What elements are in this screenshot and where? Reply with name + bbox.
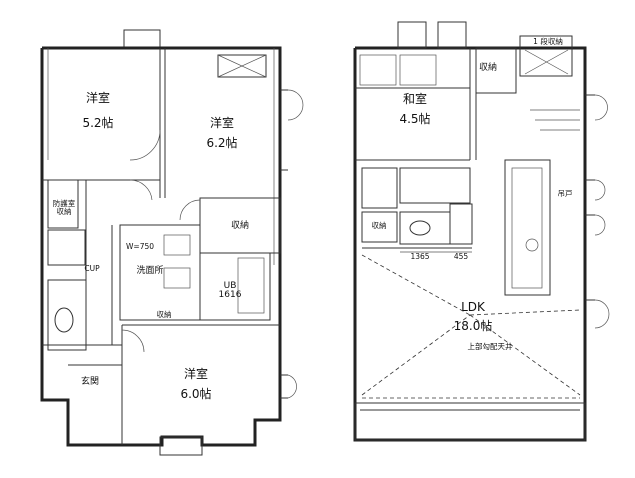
room-nw-name: 洋室 [85,91,111,105]
storage-top-label: 1 段収納 [533,37,563,46]
dim-1365: 1365 [410,252,430,261]
ceiling-note: 上部勾配天井 [467,342,513,351]
shoe-storage-label: 防護室 収納 [52,199,76,216]
toilet-storage-label: 収納 [371,221,387,230]
washroom-label: 洗面所 [136,266,164,276]
room-s-name: 洋室 [183,367,209,381]
unit-bath-label: UB 1616 [218,281,242,300]
ldk-size: 18.0帖 [453,319,493,333]
dim-455: 455 [453,252,469,261]
storage2-label: 収納 [156,310,172,319]
ldk-name: LDK [461,300,485,314]
w750-label: W=750 [125,242,155,251]
floor1-walls [40,29,304,456]
washitsu-name: 和室 [402,92,428,106]
top-bay [123,29,161,49]
floor2-walls [353,21,610,442]
kitchen-note: 吊戸 [557,189,573,198]
room-s-size: 6.0帖 [180,387,212,401]
storage-label: 収納 [230,221,250,231]
room-ne-name: 洋室 [209,116,235,130]
entrance-label: 玄関 [80,377,100,387]
storage-f2-label: 収納 [478,63,498,73]
washitsu-size: 4.5帖 [399,112,431,126]
room-nw-size: 5.2帖 [82,116,114,130]
room-ne-size: 6.2帖 [206,136,238,150]
cup-label: CUP [84,264,100,273]
